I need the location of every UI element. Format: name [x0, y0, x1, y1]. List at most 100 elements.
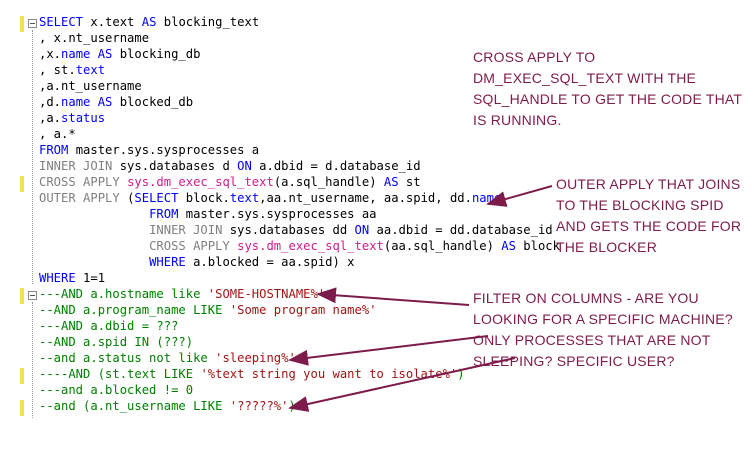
code-line[interactable]: ,a.nt_username	[39, 78, 560, 94]
code-token: name	[61, 95, 98, 109]
code-token: (a.sql_handle)	[273, 175, 384, 189]
code-token: st	[405, 175, 421, 189]
code-token: , a.*	[39, 127, 76, 141]
code-line[interactable]: OUTER APPLY (SELECT block.text,aa.nt_use…	[39, 190, 560, 206]
code-token: ,a.nt_username	[39, 79, 142, 93]
code-line[interactable]: --and a.status not like 'sleeping%'	[39, 350, 560, 366]
annotation-line: FILTER ON COLUMNS - ARE YOU	[473, 290, 699, 306]
code-line[interactable]: INNER JOIN sys.databases d ON a.dbid = d…	[39, 158, 560, 174]
code-token: WHERE	[39, 271, 84, 285]
code-line[interactable]: ,x.name AS blocking_db	[39, 46, 560, 62]
annotation-line: IS RUNNING.	[473, 112, 562, 128]
code-token: ---AND a.hostname like	[39, 287, 208, 301]
code-line[interactable]: --AND a.spid IN (???)	[39, 334, 560, 350]
code-line[interactable]: WHERE a.blocked = aa.spid) x	[39, 254, 560, 270]
code-token: (aa.sql_handle)	[383, 239, 502, 253]
code-token: block.	[185, 191, 230, 205]
code-line[interactable]: ----AND (st.text LIKE '%text string you …	[39, 366, 560, 382]
code-token: a.dbid = d.database_id	[259, 159, 421, 173]
code-line[interactable]: ,a.status	[39, 110, 560, 126]
code-token: (	[127, 191, 135, 205]
annotation-line: AND GETS THE CODE FOR	[556, 218, 742, 234]
code-token: SELECT	[134, 191, 186, 205]
cross-apply-annotation: CROSS APPLY TO DM_EXEC_SQL_TEXT WITH THE S…	[473, 47, 742, 131]
annotation-line: LOOKING FOR A SPECIFIC MACHINE?	[473, 311, 733, 327]
code-token: aa.dbid = dd.database_id	[376, 223, 553, 237]
collapse-comments-icon[interactable]	[28, 291, 37, 300]
code-token: status	[61, 111, 106, 125]
code-token: --and (a.nt_username LIKE	[39, 399, 230, 413]
annotation-line: OUTER APPLY THAT JOINS	[556, 176, 741, 192]
code-token: AS	[97, 95, 120, 109]
code-line[interactable]: , x.nt_username	[39, 30, 560, 46]
annotation-line: DM_EXEC_SQL_TEXT WITH THE	[473, 70, 697, 86]
code-token: 'SOME-HOSTNAME%'	[207, 287, 326, 301]
code-line[interactable]: INNER JOIN sys.databases dd ON aa.dbid =…	[39, 222, 560, 238]
outer-apply-annotation: OUTER APPLY THAT JOINS TO THE BLOCKING SP…	[556, 174, 741, 258]
code-token: CROSS APPLY	[149, 239, 238, 253]
code-token: a.blocked = aa.spid) x	[193, 255, 355, 269]
code-token: ---AND a.dbid = ???	[39, 319, 179, 333]
code-token: --and a.status not like	[39, 351, 216, 365]
code-token: block	[523, 239, 560, 253]
change-marker	[20, 288, 24, 304]
code-line[interactable]: --and (a.nt_username LIKE '?????%')	[39, 398, 560, 414]
code-line[interactable]: ,d.name AS blocked_db	[39, 94, 560, 110]
code-token: sys.databases d	[119, 159, 238, 173]
annotation-line: SLEEPING? SPECIFIC USER?	[473, 353, 675, 369]
code-token: ,a.	[39, 111, 62, 125]
code-token: text	[229, 191, 260, 205]
code-token: INNER JOIN	[149, 223, 230, 237]
change-marker	[20, 368, 24, 384]
code-token: blocked_db	[119, 95, 194, 109]
code-token: --AND a.program_name LIKE	[39, 303, 230, 317]
code-token: blocking_db	[119, 47, 201, 61]
code-line[interactable]: ---AND a.hostname like 'SOME-HOSTNAME%'	[39, 286, 560, 302]
code-token: --AND a.spid IN (???)	[39, 335, 194, 349]
code-token: sys.dm_exec_sql_text	[127, 175, 274, 189]
code-token: WHERE	[149, 255, 194, 269]
code-token: AS	[383, 175, 406, 189]
code-token: 'sleeping%'	[215, 351, 296, 365]
code-line[interactable]: WHERE 1=1	[39, 270, 560, 286]
code-token: ,aa.nt_username, aa.spid, dd.	[259, 191, 472, 205]
annotation-line: SQL_HANDLE TO GET THE CODE THAT	[473, 91, 743, 107]
code-token: AS	[97, 47, 120, 61]
code-line[interactable]: SELECT x.text AS blocking_text	[39, 14, 560, 30]
annotation-line: TO THE BLOCKING SPID	[556, 197, 724, 213]
change-marker	[20, 16, 24, 32]
code-token: '%text string you want to isolate%'	[200, 367, 458, 381]
code-token: OUTER APPLY	[39, 191, 128, 205]
change-marker	[20, 176, 24, 192]
fold-guide-line	[32, 302, 33, 418]
code-token: 1=1	[83, 271, 106, 285]
code-line[interactable]: , a.*	[39, 126, 560, 142]
sql-editor[interactable]: SELECT x.text AS blocking_text, x.nt_use…	[39, 14, 560, 414]
code-token: 'Some program name%'	[229, 303, 377, 317]
annotation-line: CROSS APPLY TO	[473, 49, 596, 65]
arrow-hostname	[316, 287, 470, 306]
code-token: SELECT	[39, 15, 91, 29]
annotation-line: THE BLOCKER	[556, 239, 657, 255]
code-token: x.text	[90, 15, 142, 29]
code-line[interactable]: FROM master.sys.sysprocesses a	[39, 142, 560, 158]
code-line[interactable]: --AND a.program_name LIKE 'Some program …	[39, 302, 560, 318]
code-token: blocking_text	[163, 15, 260, 29]
code-line[interactable]: , st.text	[39, 62, 560, 78]
collapse-select-icon[interactable]	[28, 19, 37, 28]
code-token: master.sys.sysprocesses a	[75, 143, 260, 157]
code-line[interactable]: ---and a.blocked != 0	[39, 382, 560, 398]
code-line[interactable]: FROM master.sys.sysprocesses aa	[39, 206, 560, 222]
code-token: , x.nt_username	[39, 31, 150, 45]
code-line[interactable]: CROSS APPLY sys.dm_exec_sql_text(aa.sql_…	[39, 238, 560, 254]
fold-guide-line	[32, 30, 33, 284]
code-line[interactable]: ---AND a.dbid = ???	[39, 318, 560, 334]
code-token: AS	[141, 15, 164, 29]
change-marker	[20, 400, 24, 416]
code-token: ,d.	[39, 95, 62, 109]
code-line[interactable]: CROSS APPLY sys.dm_exec_sql_text(a.sql_h…	[39, 174, 560, 190]
code-token: '?????%'	[229, 399, 289, 413]
code-token: AS	[501, 239, 524, 253]
code-token: FROM	[149, 207, 186, 221]
code-token: ,x.	[39, 47, 62, 61]
